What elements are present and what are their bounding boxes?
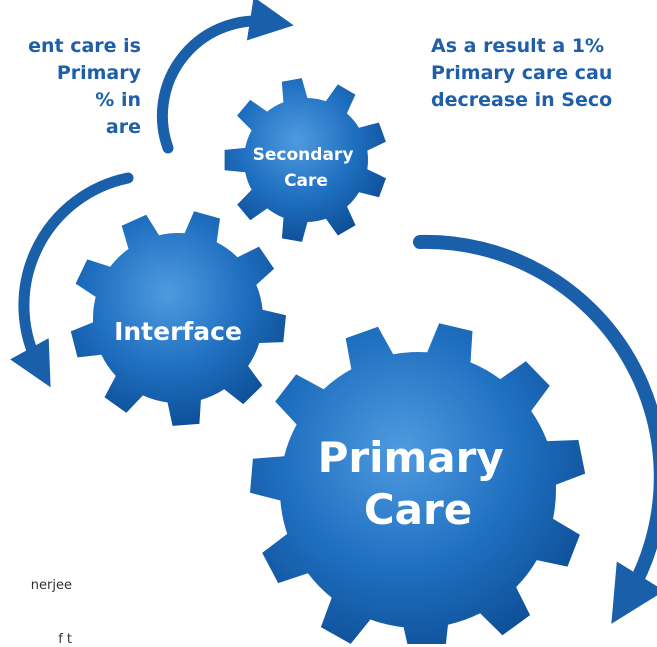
interface-label: Interface bbox=[114, 317, 242, 346]
primary-care-label: Primary Care bbox=[318, 433, 519, 534]
curved-arrow-icon bbox=[10, 172, 134, 388]
gear-icon bbox=[224, 78, 386, 242]
gear-icon bbox=[70, 211, 286, 426]
curved-arrow-icon bbox=[413, 234, 657, 624]
secondary-care-label: Secondary Care bbox=[253, 145, 360, 191]
gear-body bbox=[70, 211, 286, 426]
right-caption: As a result a 1% Primary care cau decrea… bbox=[431, 35, 613, 111]
left-caption: ent care is Primary % in are bbox=[28, 35, 141, 138]
curved-arrow-icon bbox=[156, 0, 294, 154]
gear-body bbox=[224, 78, 386, 242]
footnote-fragment: f t bbox=[58, 632, 72, 647]
gear-icon bbox=[250, 323, 586, 644]
gear-body bbox=[250, 323, 586, 644]
author-credit: nerjee bbox=[30, 578, 72, 593]
